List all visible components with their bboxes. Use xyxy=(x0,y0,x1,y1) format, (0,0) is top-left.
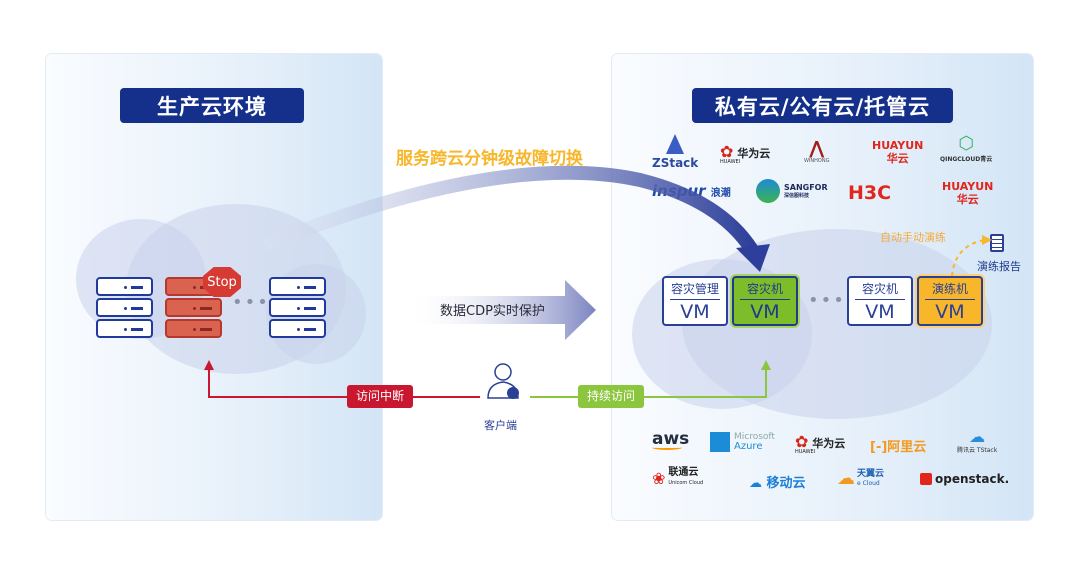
document-icon xyxy=(990,234,1004,252)
ellipsis-icon: ••• xyxy=(232,292,270,313)
mobile-cloud-logo: ☁ 移动云 xyxy=(749,476,806,491)
failover-label: 服务跨云分钟级故障切换 xyxy=(396,149,583,169)
production-cloud-panel: 生产云环境 Stop ••• xyxy=(46,54,382,520)
aliyun-logo: [-]阿里云 xyxy=(870,440,927,455)
winhong-logo: ⋀ WINHONG xyxy=(804,138,830,165)
drill-report-label: 演练报告 xyxy=(977,260,1021,273)
huawei-cloud-logo: ✿ 华为云 HUAWEI xyxy=(720,142,771,165)
h3c-logo: H3C xyxy=(848,182,892,204)
client-person-icon xyxy=(487,363,519,399)
stop-sign-icon: Stop xyxy=(203,267,241,297)
inspur-logo: inspur 浪潮 xyxy=(652,182,731,200)
openstack-logo: openstack. xyxy=(920,472,1009,486)
drill-label: 自动手动演练 xyxy=(880,231,946,244)
continuous-access-badge: 持续访问 xyxy=(578,385,645,408)
production-cloud-title: 生产云环境 xyxy=(120,88,304,123)
cdp-label: 数据CDP实时保护 xyxy=(440,304,545,319)
client-label: 客户端 xyxy=(484,419,517,432)
access-interrupted-badge: 访问中断 xyxy=(347,385,414,408)
server-icon xyxy=(269,277,326,339)
qingcloud-logo: ⬡ QINGCLOUD青云 xyxy=(940,133,993,164)
target-cloud-title: 私有云/公有云/托管云 xyxy=(692,88,953,123)
server-icon xyxy=(96,277,153,339)
ellipsis-icon: ••• xyxy=(808,290,846,311)
zstack-logo: ZStack xyxy=(652,134,698,170)
huawei-cloud-logo: ✿ 华为云 HUAWEI xyxy=(795,432,846,455)
aws-logo: aws xyxy=(652,429,690,450)
tencent-tstack-logo: ☁ 腾讯云 TStack xyxy=(957,427,998,455)
target-cloud-panel: 私有云/公有云/托管云 ZStack ✿ 华为云 HUAWEI ⋀ WINHON… xyxy=(612,54,1033,520)
